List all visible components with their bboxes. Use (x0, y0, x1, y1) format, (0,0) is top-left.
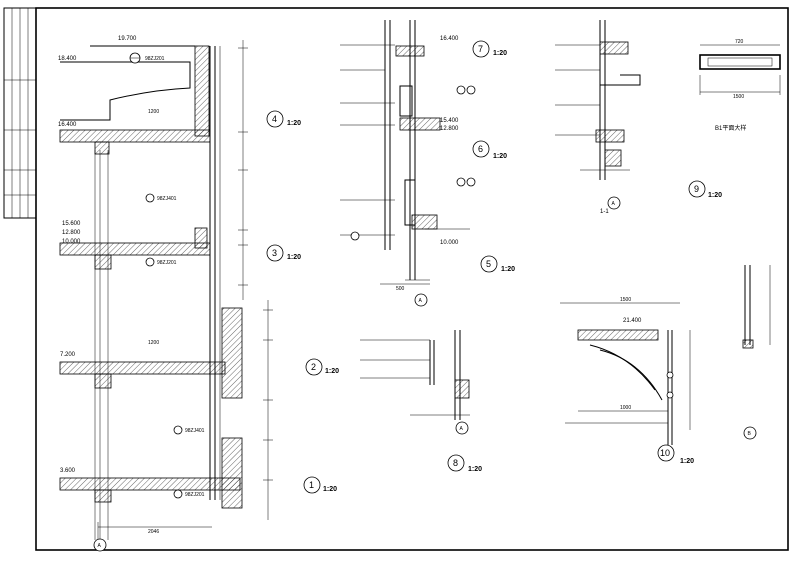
dim-1500-det10: 1500 (620, 297, 631, 303)
svg-text:1:20: 1:20 (493, 50, 507, 57)
dim-2046: 2046 (148, 529, 159, 535)
svg-text:1:20: 1:20 (493, 153, 507, 160)
detail-label-7: 7 1:20 (472, 40, 507, 58)
svg-text:A: A (460, 426, 464, 432)
elev-21400: 21.400 (623, 318, 642, 324)
dim-1500-plan: 1500 (733, 94, 744, 100)
dim-720: 720 (735, 39, 744, 45)
dim-1200-b: 1200 (148, 340, 159, 346)
section-detail-8 (360, 330, 470, 420)
axis-marker-a-left: A (93, 538, 107, 552)
svg-text:A: A (98, 543, 102, 549)
title-strip (3, 7, 37, 219)
dim-1000-det10: 1000 (620, 405, 631, 411)
detail-label-5: 5 1:20 (480, 255, 515, 273)
detail-label-8: 8 1:20 (447, 454, 482, 473)
elev-16400-mid: 16.400 (440, 36, 459, 42)
svg-text:7: 7 (478, 44, 483, 54)
svg-text:4: 4 (272, 114, 277, 124)
detail-label-10: 10 1:20 (657, 444, 694, 465)
plan-title: B1平面大样 (715, 124, 746, 132)
svg-text:6: 6 (478, 144, 483, 154)
detail-label-1: 1 1:20 (303, 476, 337, 494)
svg-text:A: A (612, 201, 616, 207)
svg-text:3: 3 (272, 248, 277, 258)
axis-marker-a-sec11: A (607, 196, 621, 210)
svg-text:1:20: 1:20 (680, 458, 694, 465)
callout-left-mid: 98ZJ401 98ZJ201 (145, 193, 177, 267)
elev-3600: 3.600 (60, 468, 76, 474)
dim-1200-a: 1200 (148, 109, 159, 115)
svg-text:1:20: 1:20 (287, 120, 301, 127)
section-middle (340, 20, 470, 285)
callouts-middle (350, 85, 476, 241)
drawing-border (35, 7, 789, 551)
svg-text:5: 5 (486, 259, 491, 269)
detail-label-3: 3 1:20 (266, 244, 301, 262)
svg-text:2: 2 (311, 362, 316, 372)
svg-text:98ZJ201: 98ZJ201 (157, 260, 177, 266)
axis-marker-a-det8: A (455, 421, 469, 435)
detail-label-2: 2 1:20 (305, 358, 339, 376)
svg-text:98ZJ201: 98ZJ201 (145, 56, 165, 62)
elev-15400: 15.400 (440, 118, 459, 124)
svg-text:1:20: 1:20 (287, 254, 301, 261)
svg-text:1: 1 (309, 480, 314, 490)
elev-10000-mid: 10.000 (440, 240, 459, 246)
svg-text:10: 10 (660, 448, 670, 458)
callout-left-bottom: 98ZJ401 98ZJ201 (173, 425, 205, 499)
elev-10000: 10.000 (62, 239, 81, 245)
elev-19700: 19.700 (118, 36, 137, 42)
svg-text:98ZJ401: 98ZJ401 (157, 196, 177, 202)
svg-text:9: 9 (694, 184, 699, 194)
elev-15600: 15.600 (62, 221, 81, 227)
detail-label-4: 4 1:20 (266, 110, 301, 128)
svg-text:1:20: 1:20 (323, 486, 337, 493)
svg-text:98ZJ401: 98ZJ401 (185, 428, 205, 434)
callout-left-top: 98ZJ201 (129, 52, 165, 64)
svg-text:1:20: 1:20 (325, 368, 339, 375)
elev-7200: 7.200 (60, 352, 76, 358)
elev-12800: 12.800 (62, 230, 81, 236)
svg-text:A: A (419, 298, 423, 304)
axis-marker-a-mid: A (414, 293, 428, 307)
svg-text:1:20: 1:20 (468, 466, 482, 473)
dim-500-mid: 500 (396, 286, 405, 292)
elev-16400: 16.400 (58, 122, 77, 128)
section-label-1-1: 1-1 (600, 209, 609, 215)
svg-text:B: B (748, 431, 752, 437)
svg-text:8: 8 (453, 458, 458, 468)
plan-b1-detail (699, 44, 781, 95)
section-1-1 (555, 20, 641, 180)
svg-text:1:20: 1:20 (501, 266, 515, 273)
elev-18400: 18.400 (58, 56, 77, 62)
elev-12800-mid: 12.800 (440, 126, 459, 132)
section-detail-10 (560, 265, 771, 445)
detail-label-6: 6 1:20 (472, 140, 507, 160)
svg-text:98ZJ201: 98ZJ201 (185, 492, 205, 498)
section-left (59, 40, 273, 545)
axis-marker-b: B (743, 426, 757, 440)
detail-label-9: 9 1:20 (688, 180, 722, 199)
svg-text:1:20: 1:20 (708, 192, 722, 199)
